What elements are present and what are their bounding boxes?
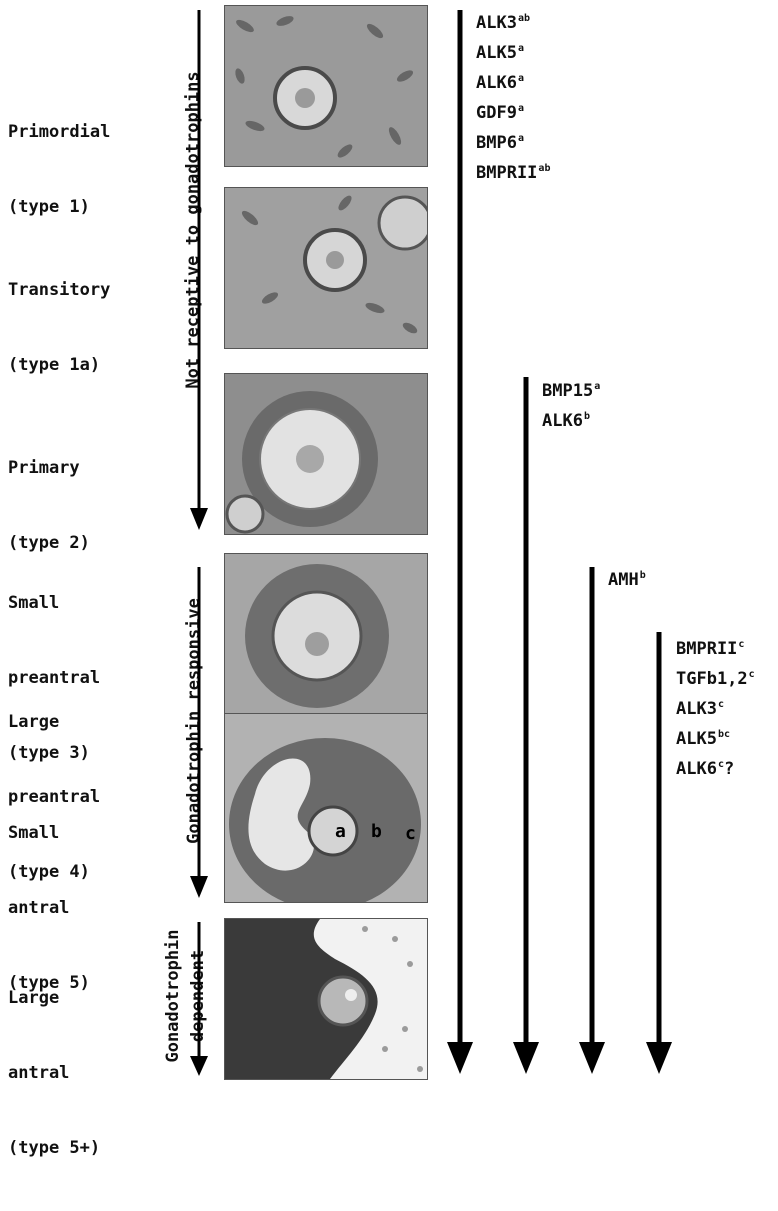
stage-label-primordial: Primordial (type 1): [8, 122, 111, 217]
image-label-a: a: [335, 821, 346, 842]
micrograph-preantral: [224, 553, 428, 715]
marker-alk3: ALK3ab: [476, 13, 530, 33]
stage-label-large-antral: Large antral (type 5+): [8, 988, 101, 1158]
marker-gdf9: GDF9a: [476, 103, 524, 123]
marker-tgfb1-2: TGFb1,2c: [676, 669, 755, 689]
stage-label-large-preantral: Large preantral (type 4): [8, 712, 101, 882]
follicle-development-figure: Primordial (type 1) Transitory (type 1a)…: [8, 5, 755, 1158]
marker-alk5: ALK5bc: [676, 729, 730, 749]
micrograph-primordial: [224, 5, 428, 167]
marker-alk3: ALK3c: [676, 699, 724, 719]
marker-bmprii: BMPRIIab: [476, 163, 551, 183]
stage-label-primary: Primary (type 2): [8, 458, 90, 553]
phase-label-dependent-line2: dependent: [188, 949, 208, 1043]
marker-group-3: AMHb: [608, 563, 646, 593]
micrograph-primary: [224, 373, 428, 535]
expression-arrow-2: [513, 377, 539, 1074]
micrograph-transitory: [224, 187, 428, 349]
phase-label-responsive: Gonadotrophin responsive: [184, 598, 204, 844]
stage-label-small-antral: Small antral (type 5): [8, 823, 90, 993]
stage-label-transitory: Transitory (type 1a): [8, 280, 111, 375]
marker-group-4: BMPRIIc TGFb1,2c ALK3c ALK5bc ALK6c?: [676, 632, 755, 782]
marker-bmp6: BMP6a: [476, 133, 524, 153]
micrograph-small-antral: a b c: [224, 713, 428, 903]
marker-bmprii: BMPRIIc: [676, 639, 745, 659]
marker-alk6: ALK6c?: [676, 759, 735, 779]
marker-bmp15: BMP15a: [542, 381, 601, 401]
phase-label-dependent-line1: Gonadotrophin: [163, 929, 183, 1063]
marker-alk5: ALK5a: [476, 43, 524, 63]
expression-arrow-4: [646, 632, 672, 1074]
phase-label-not-receptive: Not receptive to gonadotrophins: [183, 71, 203, 389]
micrograph-large-antral: [224, 918, 428, 1080]
marker-amh: AMHb: [608, 570, 646, 590]
expression-arrow-1: [447, 10, 473, 1074]
stage-label-small-preantral: Small preantral (type 3): [8, 593, 101, 763]
marker-group-2: BMP15a ALK6b: [542, 374, 600, 434]
marker-group-1: ALK3ab ALK5a ALK6a GDF9a BMP6a BMPRIIab: [476, 6, 550, 186]
image-label-c: c: [405, 823, 416, 844]
marker-alk6: ALK6b: [542, 411, 590, 431]
image-label-b: b: [371, 821, 382, 842]
expression-arrow-3: [579, 567, 605, 1074]
marker-alk6: ALK6a: [476, 73, 524, 93]
